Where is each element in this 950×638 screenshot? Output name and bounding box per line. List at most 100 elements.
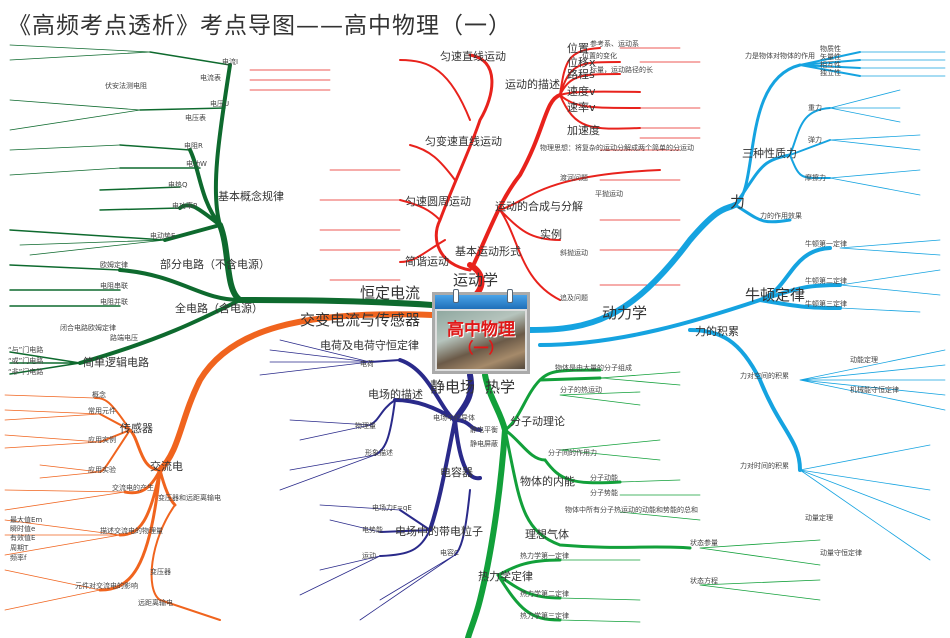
node-motion-describe[interactable]: 运动的描述 [505, 77, 560, 91]
node-field-describe[interactable]: 电场的描述 [368, 387, 423, 401]
leaf: 运动 [362, 551, 376, 560]
node-partial-circuit[interactable]: 部分电路（不含电源） [160, 257, 270, 271]
leaf: 瞬时值e [10, 524, 35, 533]
node-newton-1[interactable]: 牛顿第一定律 [805, 239, 847, 248]
leaf: 电容C [440, 548, 459, 557]
leaf: 常用元件 [88, 406, 116, 415]
leaf: 应用实例 [88, 435, 116, 444]
leaf: 概念 [92, 390, 106, 399]
node-charged-particle[interactable]: 电场中的带电粒子 [395, 524, 483, 538]
node-examples[interactable]: 实例 [540, 227, 562, 241]
leaf: 元件对交流电的影响 [75, 581, 138, 590]
leaf: 应用实验 [88, 465, 116, 474]
leaf: 斜抛运动 [560, 248, 588, 257]
leaf: 相互性 [820, 60, 841, 69]
node-three-forces[interactable]: 三种性质力 [742, 146, 797, 160]
branch-electrostatic[interactable]: 静电场 [430, 378, 475, 396]
leaf: 最大值Em [10, 515, 42, 524]
leaf: 频率f [10, 553, 27, 562]
center-title: 高中物理 [447, 320, 515, 340]
leaf: 电功W [186, 159, 207, 168]
node-thermo-laws[interactable]: 热力学定律 [478, 569, 533, 583]
branch-dynamics[interactable]: 动力学 [602, 304, 647, 322]
node-basic-concepts[interactable]: 基本概念规律 [218, 189, 284, 203]
node-position[interactable]: 位置 [567, 41, 589, 55]
leaf: 状态参量 [690, 538, 718, 547]
leaf: 远距离输电 [138, 598, 173, 607]
branch-thermo[interactable]: 热学 [485, 378, 515, 396]
leaf: 变压器和远距离输电 [158, 493, 221, 502]
leaf: 分子动能 [590, 473, 618, 482]
node-uniform-linear[interactable]: 匀速直线运动 [440, 49, 506, 63]
node-conductor[interactable]: 电场中的导体 [433, 413, 475, 422]
node-elastic[interactable]: 弹力 [808, 135, 822, 144]
leaf: 电压表 [185, 113, 206, 122]
leaf: 物理量 [355, 421, 376, 430]
node-speed[interactable]: 速率v [567, 100, 596, 114]
leaf: 物质性 [820, 44, 841, 53]
node-acceleration[interactable]: 加速度 [567, 123, 600, 137]
ring-icon [507, 289, 513, 303]
leaf: “或”门电路 [8, 356, 43, 365]
electrostatic-branches [259, 339, 482, 621]
node-force[interactable]: 力 [730, 193, 745, 211]
leaf: 闭合电路欧姆定律 [60, 323, 116, 332]
node-alternating[interactable]: 交流电 [150, 459, 183, 473]
leaf: 物体中所有分子热运动的动能和势能的总和 [565, 505, 698, 514]
node-force-effect[interactable]: 力的作用效果 [760, 211, 802, 220]
leaf: 电势能 [362, 525, 383, 534]
leaf: 电压U [210, 99, 229, 108]
node-ideal-gas[interactable]: 理想气体 [525, 527, 569, 541]
node-full-circuit[interactable]: 全电路（含电源） [175, 301, 263, 315]
node-accum-space[interactable]: 力对空间的积累 [740, 371, 789, 380]
node-sensor[interactable]: 传感器 [120, 422, 153, 435]
leaf: 物理思想：将复杂的运动分解成两个简单的分运动 [540, 143, 694, 152]
node-capacitor[interactable]: 电容器 [440, 465, 473, 479]
leaf: 分子势能 [590, 488, 618, 497]
leaf: 分子间的作用力 [548, 448, 597, 457]
branch-current[interactable]: 恒定电流 [360, 284, 420, 302]
node-harmonic[interactable]: 简谐运动 [405, 254, 449, 268]
node-displacement[interactable]: 位移x [567, 55, 596, 69]
leaf: “与”门电路 [8, 345, 43, 354]
leaf: 电流表 [200, 73, 221, 82]
leaf: 周期T [10, 544, 29, 552]
leaf: 路端电压 [110, 333, 138, 342]
node-distance[interactable]: 路程s [567, 68, 595, 81]
node-friction[interactable]: 摩擦力 [805, 173, 826, 182]
node-uniform-accel[interactable]: 匀变速直线运动 [425, 134, 502, 148]
dynamics-branches [527, 51, 946, 561]
leaf: 有效值E [10, 533, 35, 542]
node-newton[interactable]: 牛顿定律 [745, 286, 805, 304]
leaf: 描述交流电的物理量 [100, 526, 163, 535]
leaf: 标量，运动路径的长 [590, 65, 653, 74]
node-velocity[interactable]: 速度v [567, 84, 596, 98]
leaf: 机械能守恒定律 [850, 385, 899, 394]
node-accum-time[interactable]: 力对时间的积累 [740, 461, 789, 470]
leaf: 分子的热运动 [560, 385, 602, 394]
leaf: 静电平衡 [470, 425, 498, 434]
leaf: 电动势E [150, 231, 175, 240]
node-force-interaction[interactable]: 力是物体对物体的作用 [745, 51, 815, 60]
current-branches [9, 44, 435, 375]
leaf: 交流电的产生 [112, 483, 154, 492]
leaf: 动能定理 [850, 355, 878, 364]
leaf: 热力学第二定律 [520, 589, 569, 598]
leaf: 电荷 [360, 359, 374, 368]
node-newton-2[interactable]: 牛顿第二定律 [805, 276, 847, 285]
leaf: 电热Q [168, 180, 188, 189]
node-basic-motion[interactable]: 基本运动形式 [455, 244, 521, 258]
node-charge-conservation[interactable]: 电荷及电荷守恒定律 [320, 338, 419, 352]
node-circular[interactable]: 匀速圆周运动 [405, 195, 471, 208]
node-molecular-theory[interactable]: 分子动理论 [510, 414, 565, 428]
node-motion-compose[interactable]: 运动的合成与分解 [495, 199, 583, 213]
leaf: 热力学第三定律 [520, 611, 569, 620]
node-logic-circuit[interactable]: 简单逻辑电路 [83, 355, 149, 369]
node-newton-3[interactable]: 牛顿第三定律 [805, 299, 847, 308]
branch-ac[interactable]: 交变电流与传感器 [300, 311, 420, 329]
node-gravity[interactable]: 重力 [808, 103, 822, 112]
branch-kinematics[interactable]: 运动学 [453, 271, 498, 289]
node-accum[interactable]: 力的积累 [695, 324, 739, 338]
node-internal-energy[interactable]: 物体的内能 [520, 474, 575, 488]
center-topic[interactable]: 高中物理 （一） [432, 289, 530, 374]
